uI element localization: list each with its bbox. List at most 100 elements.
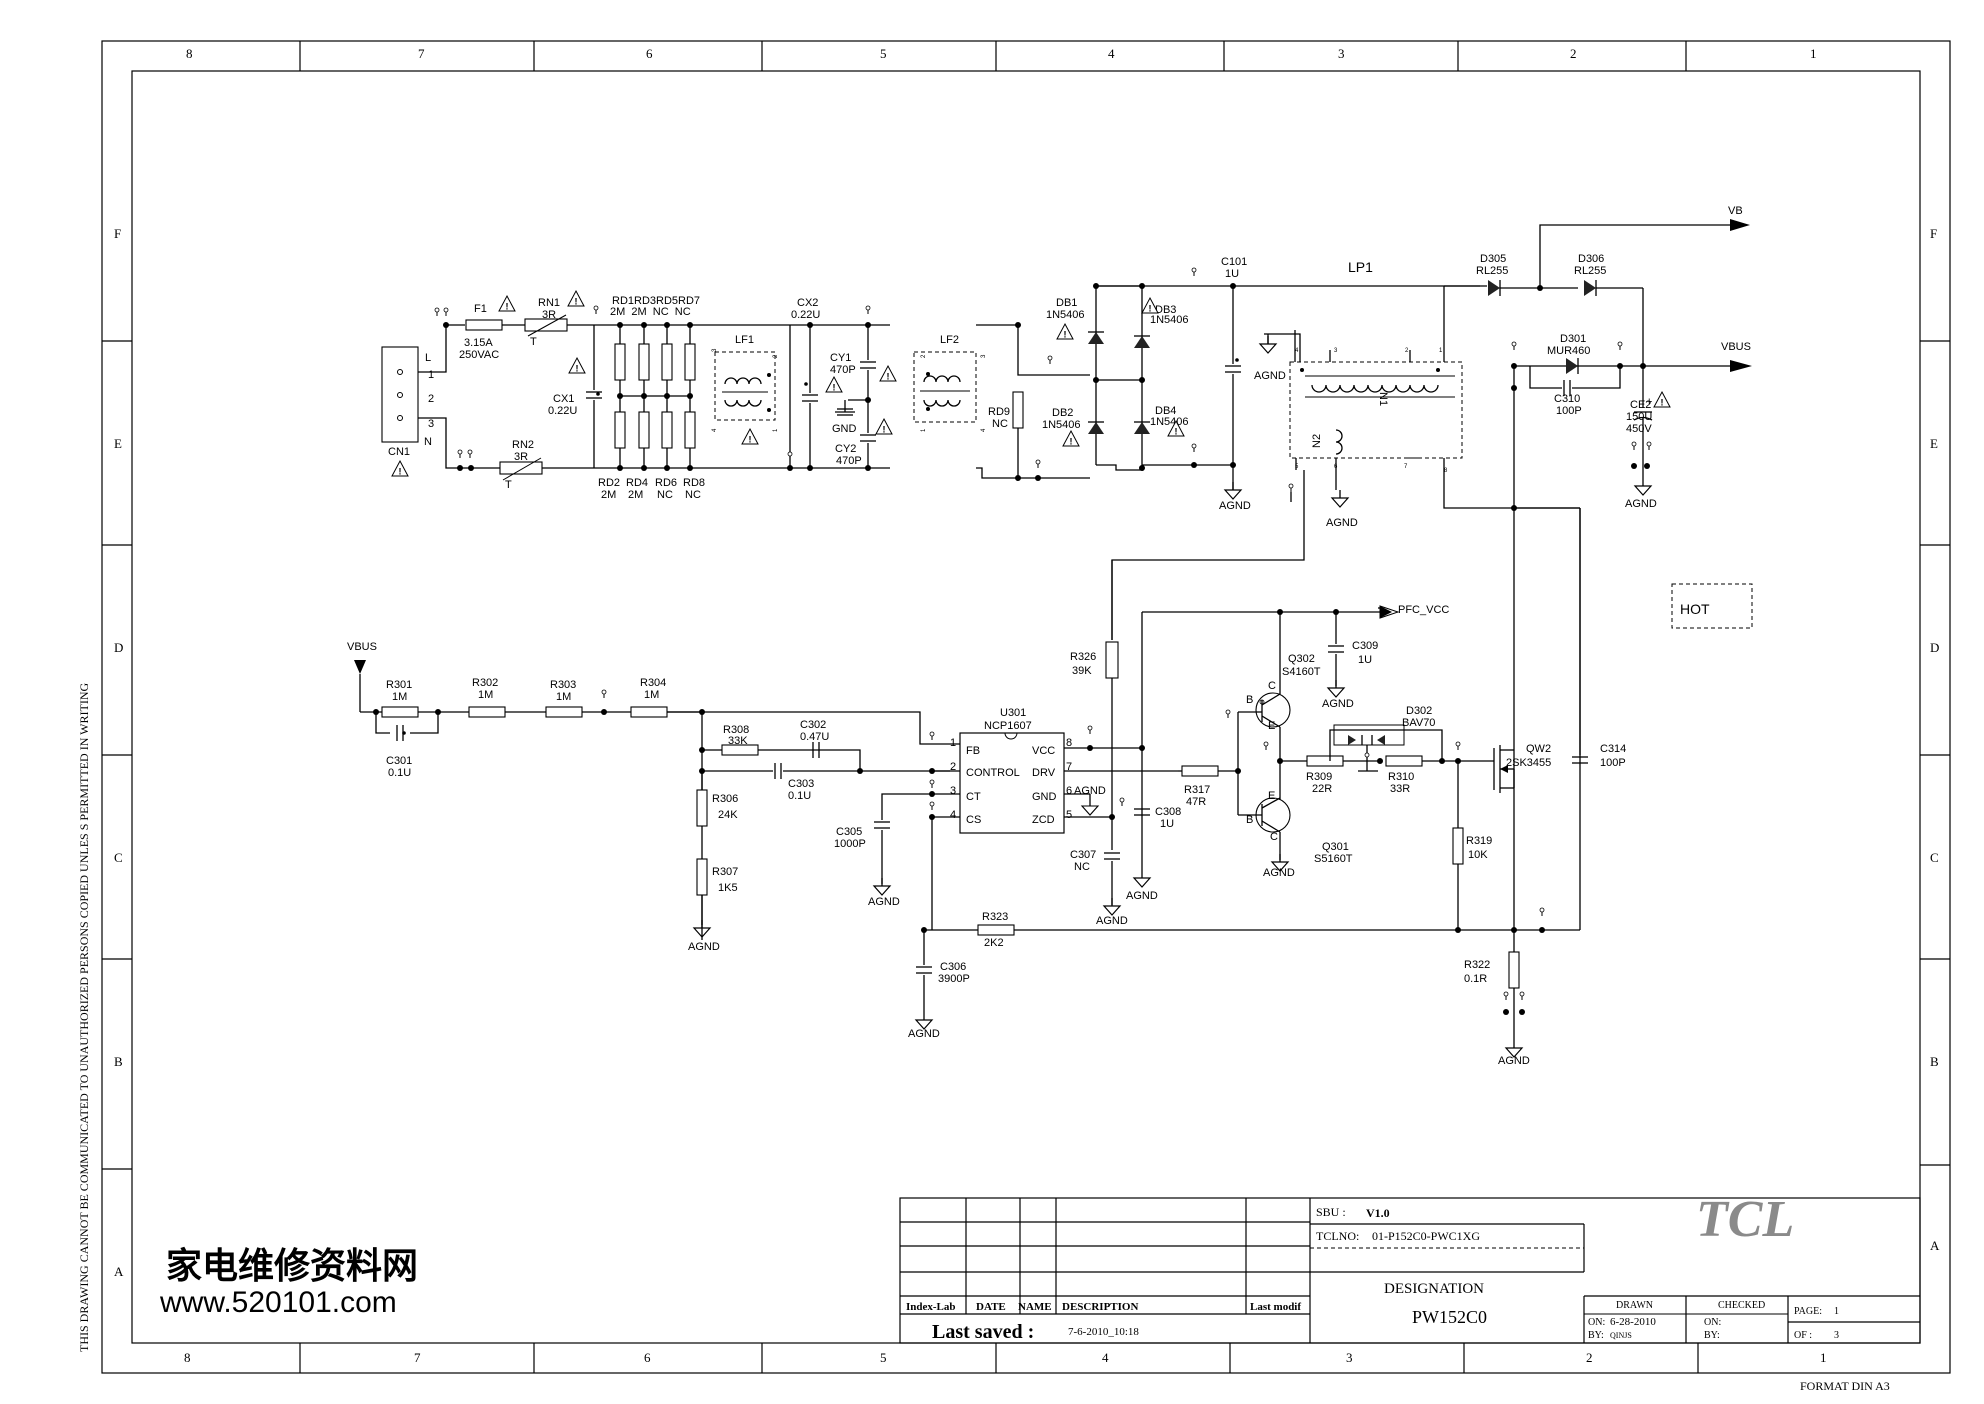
zone-top-6: 6 xyxy=(646,46,653,61)
zone-bottom-8: 8 xyxy=(184,1350,191,1365)
u301-pin-zcd: ZCD xyxy=(1032,814,1055,826)
warning-icon xyxy=(879,365,897,382)
r323-value: 2K2 xyxy=(984,937,1004,949)
c301-capacitor xyxy=(396,724,404,742)
zone-right-e: E xyxy=(1930,436,1938,451)
watermark-url: www.520101.com xyxy=(159,1286,397,1319)
db2-label: DB2 xyxy=(1052,407,1073,419)
cn1-pin3-label: 3 xyxy=(428,418,434,430)
c305-capacitor xyxy=(873,821,891,829)
svg-text:4: 4 xyxy=(712,428,718,432)
cx2-label: CX2 xyxy=(797,297,818,309)
u301-pin1-number: 1 xyxy=(950,737,956,749)
warning-icon xyxy=(391,460,409,477)
d305-diode xyxy=(1487,279,1501,297)
hot-label-box xyxy=(1671,583,1753,629)
qw2-mosfet xyxy=(1493,745,1515,793)
rd4-label: RD4 xyxy=(626,477,648,489)
rn1-label: RN1 xyxy=(538,297,560,309)
r317-label: R317 xyxy=(1184,784,1210,796)
cy1-label: CY1 xyxy=(830,352,851,364)
r308-value: 33K xyxy=(728,735,748,747)
watermark-cn: 家电维修资料网 xyxy=(166,1246,418,1286)
zone-labels-bottom: 8 7 6 5 4 3 2 1 xyxy=(184,1350,1827,1365)
u301-pin-fb: FB xyxy=(966,745,980,757)
db4-diode xyxy=(1133,421,1151,435)
agnd-ground-icon xyxy=(1327,679,1345,698)
warning-icon xyxy=(567,290,585,307)
c308-value: 1U xyxy=(1160,818,1174,830)
rn2-label: RN2 xyxy=(512,439,534,451)
gnd-icon xyxy=(1080,805,1100,816)
u301-pin5-number: 5 xyxy=(1066,809,1072,821)
svg-text:4: 4 xyxy=(1295,348,1299,354)
designation-value: PW152C0 xyxy=(1412,1307,1487,1327)
warning-icon xyxy=(1062,430,1080,447)
agnd-ground-icon xyxy=(1634,477,1652,496)
rd-resistor-bank xyxy=(593,305,696,471)
r307-value: 1K5 xyxy=(718,882,738,894)
last-saved-label: Last saved : xyxy=(932,1321,1034,1343)
r301-value: 1M xyxy=(392,691,407,703)
r310-value: 33R xyxy=(1390,783,1410,795)
cx1-value: 0.22U xyxy=(548,405,577,417)
db2-diode xyxy=(1087,421,1105,435)
q302-value: S4160T xyxy=(1282,666,1321,678)
zone-top-8: 8 xyxy=(186,46,193,61)
cx2-value: 0.22U xyxy=(791,309,820,321)
lf1-label: LF1 xyxy=(735,334,754,346)
d301-value: MUR460 xyxy=(1547,345,1590,357)
cn1-label: CN1 xyxy=(388,446,410,458)
zone-left-b: B xyxy=(114,1054,123,1069)
lp1-pfc-inductor: N1 N2 4 3 2 1 5 6 7 8 LP1 AGND AGND xyxy=(1111,259,1580,640)
c307-capacitor xyxy=(1103,852,1121,860)
rd-top-values: 2M 2M NC NC xyxy=(610,306,691,318)
zone-bottom-6: 6 xyxy=(644,1350,651,1365)
u301-pin-drv: DRV xyxy=(1032,767,1056,779)
r302-resistor xyxy=(468,706,506,718)
n1-winding-label: N1 xyxy=(1377,392,1389,406)
zone-left-d: D xyxy=(114,640,123,655)
warning-icon xyxy=(875,418,893,435)
agnd-label: AGND xyxy=(1625,498,1657,510)
u301-pin2-number: 2 xyxy=(950,761,956,773)
cx1-label: CX1 xyxy=(553,393,574,405)
rn2-thermistor xyxy=(499,461,543,475)
svg-text:+: + xyxy=(1646,396,1652,408)
gnd-label: GND xyxy=(832,423,857,435)
test-point-icon xyxy=(467,449,473,459)
col-description: DESCRIPTION xyxy=(1062,1301,1138,1313)
c101-label: C101 xyxy=(1221,256,1247,268)
rd9-resistor xyxy=(1012,391,1024,429)
u301-pin3-number: 3 xyxy=(950,785,956,797)
r303-value: 1M xyxy=(556,691,571,703)
drawn-by-label: BY: xyxy=(1588,1330,1604,1341)
cy1-value: 470P xyxy=(830,364,856,376)
vb-label: VB xyxy=(1728,205,1743,217)
u301-pin4-number: 4 xyxy=(950,809,956,821)
zone-right-f: F xyxy=(1930,226,1937,241)
r323-resistor xyxy=(977,924,1015,936)
u301-pin-cs: CS xyxy=(966,814,981,826)
zone-top-7: 7 xyxy=(418,46,425,61)
zone-top-5: 5 xyxy=(880,46,887,61)
agnd-ground-icon xyxy=(1133,869,1151,888)
u301-ic xyxy=(959,732,1065,834)
q302-pin-b: B xyxy=(1246,694,1253,706)
watermark: 家电维修资料网 www.520101.com xyxy=(159,1246,418,1319)
zone-bottom-2: 2 xyxy=(1586,1350,1593,1365)
u301-pin6-number: 6 xyxy=(1066,785,1072,797)
q301-pin-e: E xyxy=(1268,790,1275,802)
r308-label: R308 xyxy=(723,724,749,736)
r304-value: 1M xyxy=(644,689,659,701)
test-point-icon xyxy=(434,307,440,317)
db3-value: 1N5406 xyxy=(1150,314,1189,326)
q302-pin-e: E xyxy=(1268,720,1275,732)
db1-label: DB1 xyxy=(1056,297,1077,309)
r307-label: R307 xyxy=(712,866,738,878)
col-date: DATE xyxy=(976,1301,1006,1313)
lf1-choke xyxy=(714,351,776,421)
test-point-icon xyxy=(457,449,463,459)
q301-pin-c: C xyxy=(1270,831,1278,843)
